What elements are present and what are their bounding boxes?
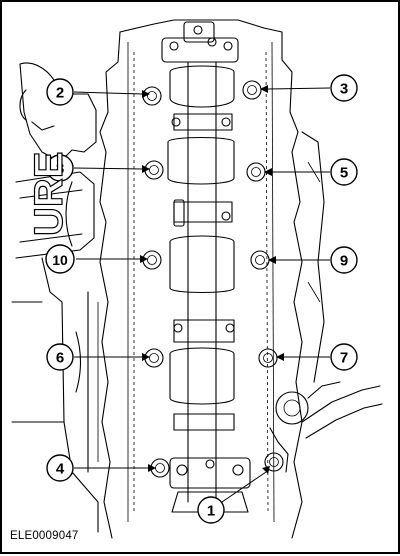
callout-1: 1 [197,496,225,524]
callout-label-5: 5 [340,165,348,182]
bolts [142,80,284,478]
callout-8: 8 [46,154,74,182]
bolt-1 [264,452,284,472]
bolt-3 [242,80,262,100]
camshaft [161,21,251,513]
callout-label-1: 1 [207,503,215,520]
callout-badges: 1 2 3 4 5 6 7 8 9 10 [45,74,358,524]
callout-label-7: 7 [340,350,348,367]
bolt-5 [246,162,266,182]
callout-2: 2 [46,78,74,106]
bolt-7 [258,348,278,368]
callout-leaders [73,85,331,503]
callout-label-9: 9 [340,253,348,270]
callout-label-8: 8 [56,161,64,178]
cylinder-head-outline [99,19,303,539]
figure-caption: ELE0009047 [10,530,79,542]
engine-casting-right [301,131,383,439]
callout-label-4: 4 [56,461,65,478]
engine-cast-lettering: URE [27,152,71,236]
bracket-assembly [269,381,341,473]
callout-6: 6 [46,343,74,371]
callout-10: 10 [45,244,75,274]
callout-label-10: 10 [52,252,68,268]
callout-5: 5 [330,158,358,186]
bolt-9 [250,250,270,270]
callout-9: 9 [330,246,358,274]
callout-3: 3 [330,74,358,102]
callout-4: 4 [46,454,74,482]
callout-label-6: 6 [56,350,64,367]
callout-7: 7 [330,343,358,371]
callout-label-3: 3 [340,81,348,98]
callout-label-2: 2 [56,85,64,102]
engine-casting-left [11,62,99,533]
